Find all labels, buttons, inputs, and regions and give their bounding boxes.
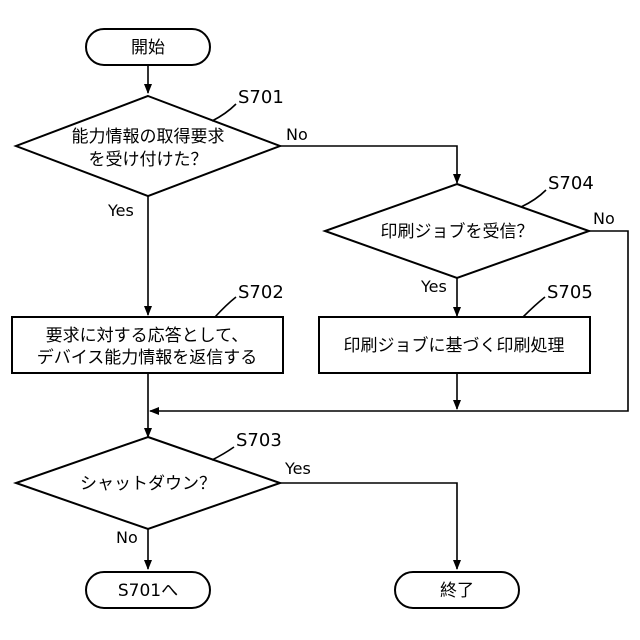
- s704-label: 印刷ジョブを受信？: [381, 221, 534, 242]
- s703-step-leader: [212, 447, 234, 460]
- s705-step-label: S705: [547, 282, 593, 303]
- s701-no-label: No: [286, 125, 308, 144]
- goto-label: S701へ: [118, 581, 178, 601]
- s701-yes-label: Yes: [107, 201, 134, 220]
- s705-step-leader: [523, 297, 545, 317]
- arrow-s701-no-to-s704: [280, 146, 457, 183]
- process-s705: 印刷ジョブに基づく印刷処理 S705: [319, 282, 593, 373]
- s702-line-2: デバイス能力情報を返信する: [37, 347, 258, 368]
- s702-step-label: S702: [238, 282, 284, 303]
- goto-s701-terminal: S701へ: [86, 572, 210, 608]
- decision-s704: 印刷ジョブを受信？ S704: [325, 173, 594, 278]
- s703-step-label: S703: [236, 430, 282, 451]
- decision-s703: シャットダウン？ S703: [16, 430, 282, 529]
- decision-s701: 能力情報の取得要求 を受け付けた？ S701: [16, 87, 284, 196]
- s702-line-1: 要求に対する応答として、: [46, 326, 249, 346]
- end-terminal: 終了: [395, 572, 519, 608]
- s703-no-label: No: [116, 528, 138, 547]
- arrow-s703-yes-to-end: [280, 483, 457, 569]
- s705-label: 印刷ジョブに基づく印刷処理: [344, 335, 565, 356]
- s701-step-leader: [212, 104, 236, 121]
- s704-yes-label: Yes: [420, 277, 447, 296]
- s703-label: シャットダウン？: [80, 474, 216, 494]
- s703-yes-label: Yes: [284, 459, 311, 478]
- start-terminal: 開始: [86, 29, 210, 65]
- s704-step-label: S704: [548, 173, 594, 194]
- start-label: 開始: [131, 38, 165, 58]
- s704-step-leader: [521, 190, 546, 207]
- s702-step-leader: [215, 297, 236, 317]
- end-label: 終了: [440, 581, 474, 601]
- s704-no-label: No: [593, 209, 615, 228]
- s701-line-2: を受け付けた？: [89, 150, 208, 170]
- s701-step-label: S701: [238, 87, 284, 108]
- s701-line-1: 能力情報の取得要求: [72, 127, 225, 147]
